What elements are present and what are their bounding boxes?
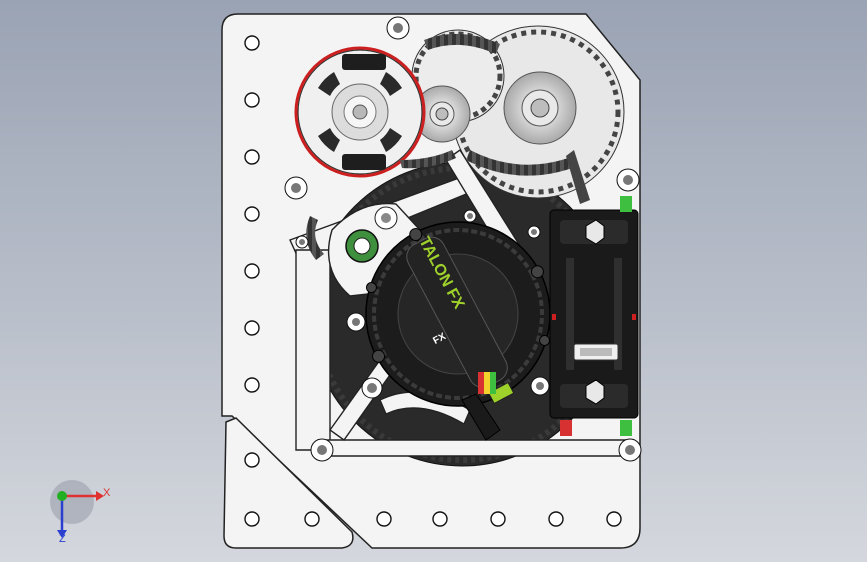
- selection-highlight-ring: [294, 46, 426, 178]
- motor-wires: [461, 372, 501, 441]
- y-axis-dot: [57, 491, 67, 501]
- motor-logo: FX: [431, 331, 448, 347]
- motor-controller[interactable]: [549, 196, 639, 436]
- orientation-triad[interactable]: [50, 480, 104, 538]
- plate-holes: [244, 35, 622, 527]
- motor-terminal-bottom: [342, 154, 386, 170]
- plate-bolts: [284, 16, 642, 462]
- talon-fx-motor[interactable]: TALON FX FX: [328, 184, 588, 444]
- motor-terminal-top: [342, 54, 386, 70]
- controller-wire-red: [560, 420, 572, 436]
- triad-shadow: [50, 480, 94, 524]
- bearing-upper-middle[interactable]: [413, 85, 471, 143]
- controller-wire-green: [620, 196, 632, 212]
- motor-wire-connector: [487, 381, 515, 405]
- bearing-upper-right[interactable]: [503, 71, 577, 145]
- z-axis-label: Z: [59, 533, 66, 545]
- highlighted-motor[interactable]: [294, 46, 426, 178]
- x-axis-label: X: [103, 487, 111, 499]
- gear-teeth-accents: [306, 33, 590, 260]
